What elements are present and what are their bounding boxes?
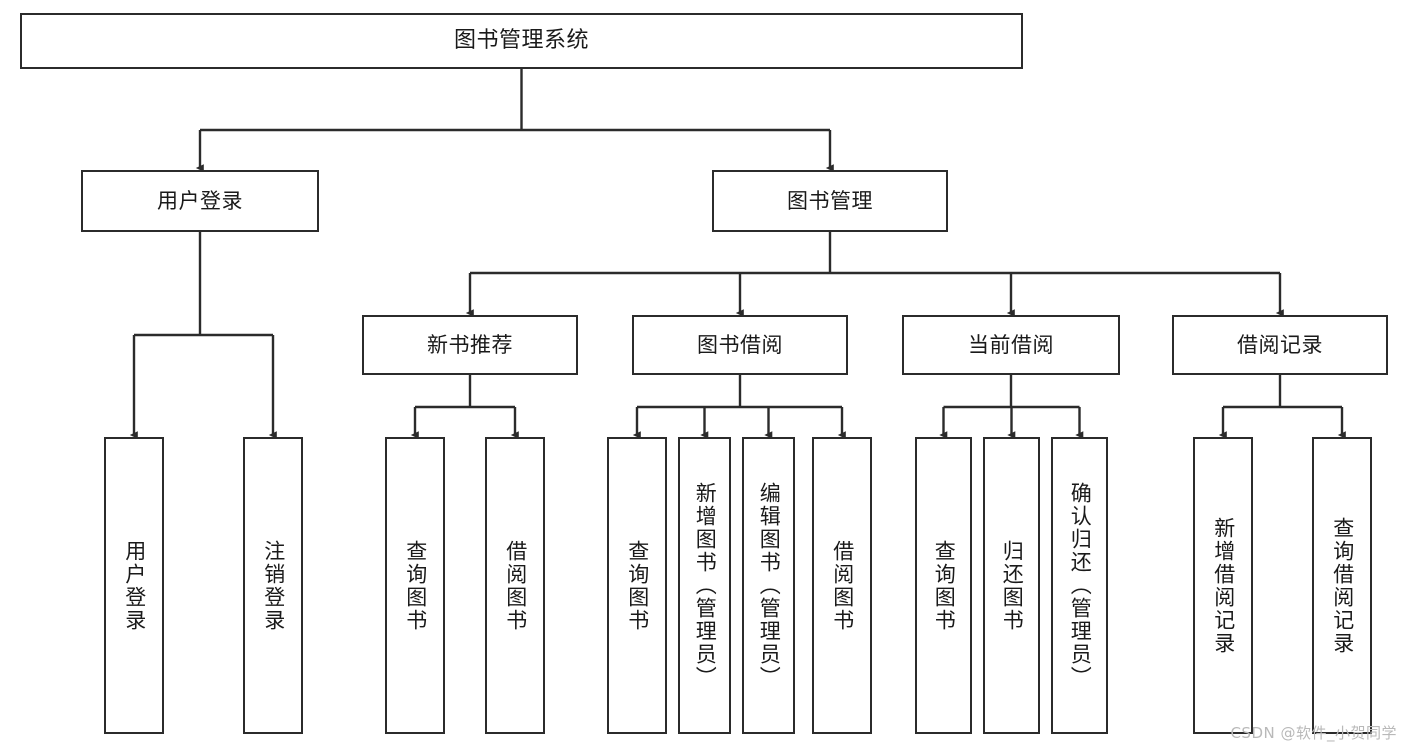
node-label-root: 图书管理系统 [453, 28, 589, 54]
node-label-l-logout: 注销登录 [261, 539, 286, 632]
node-c-query[interactable]: 查询图书 [915, 437, 972, 734]
node-label-c-confirm: 确认归还（管理员） [1068, 482, 1093, 689]
node-n-borrow[interactable]: 借阅图书 [485, 437, 545, 734]
node-label-current: 当前借阅 [968, 332, 1054, 357]
node-newbook[interactable]: 新书推荐 [362, 315, 578, 375]
node-label-login: 用户登录 [157, 188, 243, 213]
node-label-b-add: 新增图书（管理员） [693, 482, 718, 689]
node-label-c-return: 归还图书 [1000, 539, 1025, 632]
node-label-n-query: 查询图书 [403, 539, 428, 632]
node-c-confirm[interactable]: 确认归还（管理员） [1051, 437, 1108, 734]
node-l-login[interactable]: 用户登录 [104, 437, 164, 734]
node-current[interactable]: 当前借阅 [902, 315, 1120, 375]
node-login[interactable]: 用户登录 [81, 170, 319, 232]
node-root[interactable]: 图书管理系统 [20, 13, 1023, 69]
node-n-query[interactable]: 查询图书 [385, 437, 445, 734]
watermark: CSDN @软件_小贺同学 [1230, 724, 1397, 742]
node-label-newbook: 新书推荐 [427, 332, 513, 357]
node-label-n-borrow: 借阅图书 [503, 539, 528, 632]
node-label-records: 借阅记录 [1237, 332, 1323, 357]
node-label-l-login: 用户登录 [122, 539, 147, 632]
node-label-r-add: 新增借阅记录 [1211, 516, 1236, 655]
node-label-borrow: 图书借阅 [697, 332, 783, 357]
node-r-query[interactable]: 查询借阅记录 [1312, 437, 1372, 734]
node-b-lend[interactable]: 借阅图书 [812, 437, 872, 734]
connector-group [129, 69, 1346, 439]
node-c-return[interactable]: 归还图书 [983, 437, 1040, 734]
node-records[interactable]: 借阅记录 [1172, 315, 1388, 375]
node-label-b-lend: 借阅图书 [830, 539, 855, 632]
node-label-r-query: 查询借阅记录 [1330, 516, 1355, 655]
node-borrow[interactable]: 图书借阅 [632, 315, 848, 375]
node-label-b-query: 查询图书 [625, 539, 650, 632]
node-b-query[interactable]: 查询图书 [607, 437, 667, 734]
node-b-edit[interactable]: 编辑图书（管理员） [742, 437, 795, 734]
node-l-logout[interactable]: 注销登录 [243, 437, 303, 734]
node-bookmgmt[interactable]: 图书管理 [712, 170, 948, 232]
node-label-c-query: 查询图书 [932, 539, 957, 632]
node-label-bookmgmt: 图书管理 [787, 188, 873, 213]
node-label-b-edit: 编辑图书（管理员） [757, 482, 782, 689]
node-b-add[interactable]: 新增图书（管理员） [678, 437, 731, 734]
node-r-add[interactable]: 新增借阅记录 [1193, 437, 1253, 734]
